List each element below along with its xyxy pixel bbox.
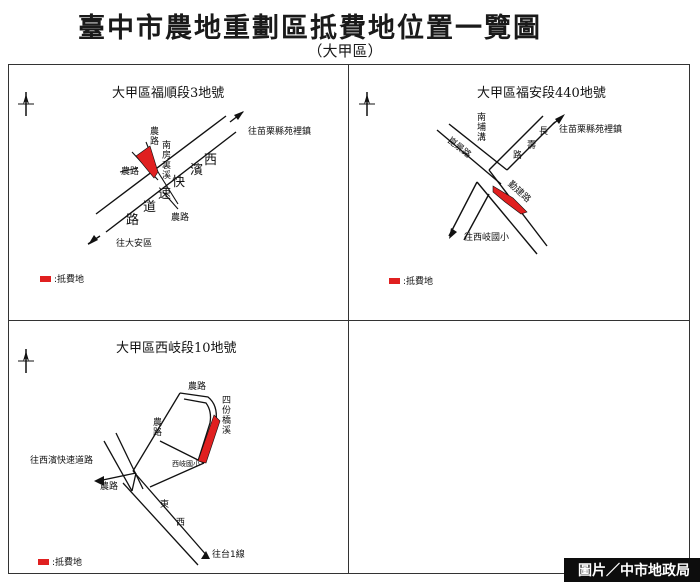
offset-land-parcel — [135, 145, 159, 179]
road-mark-2: 西 — [176, 518, 186, 528]
legend: :抵費地 — [38, 555, 82, 568]
compass-north-arrow-icon — [18, 92, 34, 116]
road-char-chang: 長 — [539, 127, 549, 137]
label-nonglu-bottom: 農路 — [100, 482, 119, 492]
label-to-yuanli: 往苗栗縣苑裡鎮 — [559, 125, 623, 135]
panel-fushun: 大甲區福順段3地號 農路 南房裏溪 農路 農路 往苗栗縣苑裡鎮 往大安區 西 濱… — [8, 64, 349, 321]
expressway-arrow-ne-icon — [234, 111, 244, 120]
road-char-kuai: 快 — [172, 175, 186, 190]
road-char-xi: 西 — [204, 153, 218, 168]
page-title: 臺中市農地重劃區抵費地位置一覽圖 — [78, 13, 542, 44]
panel-xiqi: 大甲區西岐段10地號 農路 四份橋溪 農路 往西濱快速道路 西岐國小 農路 東 … — [8, 321, 349, 574]
label-to-xibin: 往西濱快速道路 — [30, 456, 94, 466]
road-arrow-se-icon — [201, 551, 210, 559]
panel-empty — [349, 321, 690, 574]
legend-swatch — [40, 275, 51, 282]
road-network — [97, 392, 217, 566]
offset-land-parcel — [197, 414, 221, 464]
road-mark-1: 東 — [160, 500, 170, 510]
map-frame — [8, 64, 690, 574]
road-char-su: 速 — [158, 187, 172, 202]
label-to-yuanli: 往苗栗縣苑裡鎮 — [248, 127, 312, 137]
label-xiqi-school: 西岐國小 — [172, 460, 200, 468]
road-arrow-w-icon — [94, 476, 104, 486]
road-char-bin: 濱 — [190, 163, 204, 178]
label-nanpu-canal: 南埔溝 — [475, 112, 485, 142]
label-nonglu-bottom: 農路 — [171, 213, 190, 223]
legend: :抵費地 — [389, 274, 433, 287]
road-network — [436, 115, 564, 255]
panel-title: 大甲區福安段440地號 — [477, 86, 606, 101]
legend-label: :抵費地 — [54, 275, 85, 285]
image-credit: 圖片／中市地政局 — [564, 558, 700, 582]
compass-north-arrow-icon — [18, 349, 34, 373]
legend-swatch — [389, 277, 400, 284]
road-arrow-sw-icon — [449, 228, 457, 239]
compass-north-arrow-icon — [359, 92, 375, 116]
offset-land-parcel — [492, 185, 528, 215]
panel-title: 大甲區福順段3地號 — [112, 86, 225, 101]
panel-fuan: 大甲區福安段440地號 南埔溝 長 壽 路 崑景路 往苗栗縣苑裡鎮 勤建路 往西… — [349, 64, 690, 321]
road-arrow-ne-icon — [555, 114, 565, 124]
label-nonglu-left: 農路 — [121, 167, 140, 177]
panel-map-graphic — [18, 349, 221, 566]
label-nonglu-top: 農路 — [188, 382, 207, 392]
label-to-xiqi-school: 往西岐國小 — [464, 233, 510, 243]
label-nonglu-top: 農路 — [148, 126, 158, 146]
legend: :抵費地 — [40, 272, 84, 285]
label-nanfang-canal: 南房裏溪 — [160, 140, 170, 180]
panel-title: 大甲區西岐段10地號 — [116, 341, 237, 356]
road-char-dao: 道 — [143, 200, 157, 215]
label-to-tai1: 往台1線 — [212, 550, 245, 560]
label-to-daan: 往大安區 — [116, 239, 153, 249]
page-subtitle: （大甲區） — [307, 42, 383, 60]
road-char-lu: 路 — [513, 151, 523, 161]
legend-swatch — [38, 558, 49, 565]
label-sifen-canal: 四份橋溪 — [220, 395, 230, 435]
expressway-arrow-sw-icon — [88, 235, 98, 245]
panel-map-graphic — [18, 92, 244, 245]
legend-label: :抵費地 — [52, 558, 83, 568]
panel-map-graphic — [359, 92, 565, 255]
legend-label: :抵費地 — [403, 277, 434, 287]
road-char-shou: 壽 — [527, 141, 537, 151]
road-char-lu: 路 — [126, 213, 140, 228]
label-nonglu-mid: 農路 — [151, 417, 161, 437]
